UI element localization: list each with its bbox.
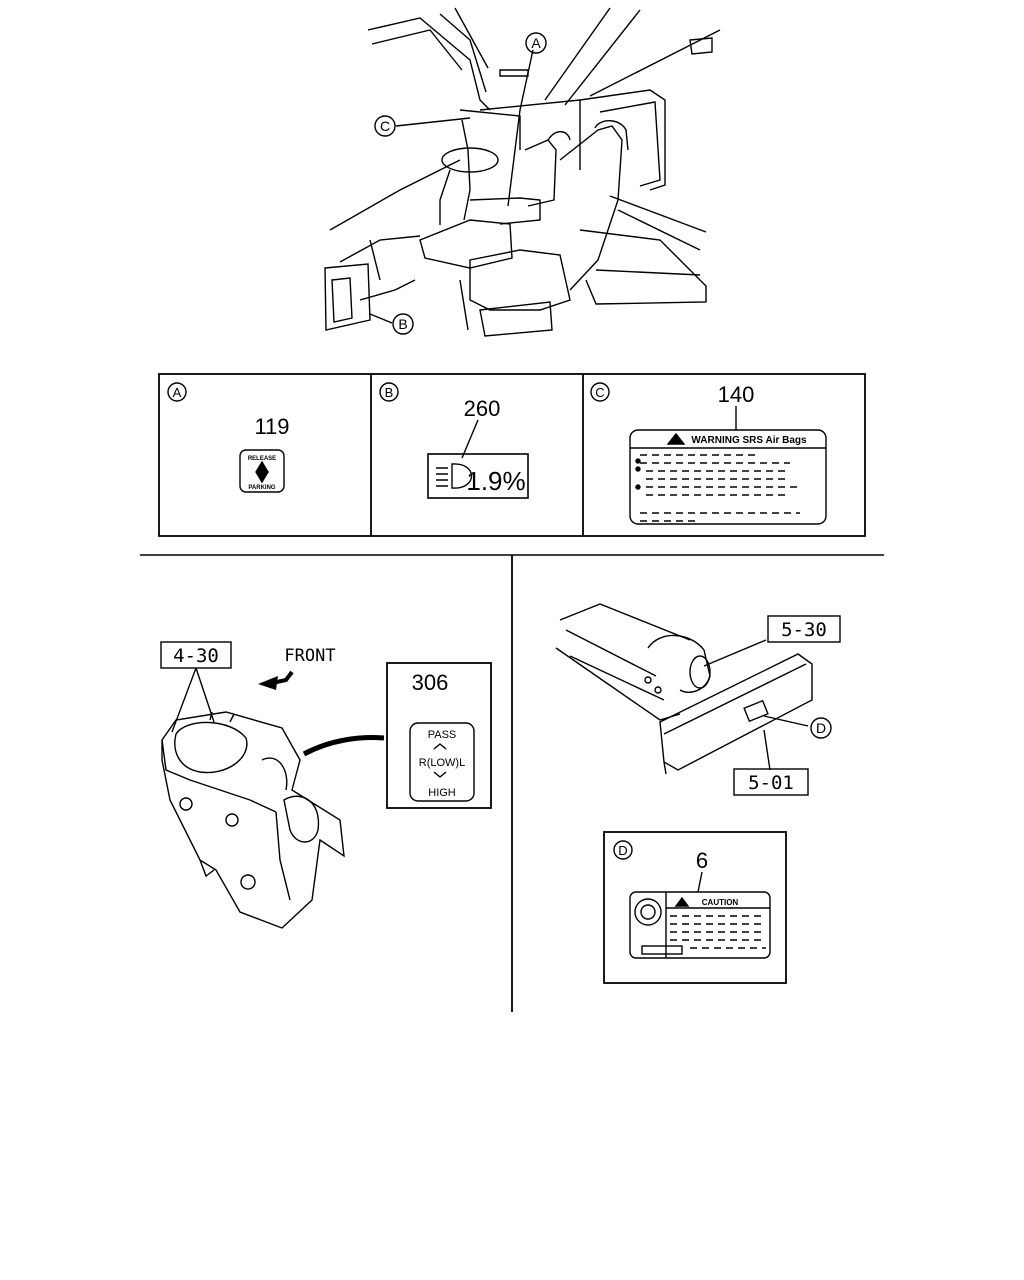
panel-d-letter: D [618, 843, 627, 858]
cab-interior-illustration [324, 7, 721, 337]
part-ref-5-30-box [767, 615, 841, 643]
panel-a-letter: A [173, 385, 182, 400]
panel-b-gauge-text: 1.9% [466, 466, 525, 496]
panel-c-warning-title: WARNING SRS Air Bags [691, 435, 807, 446]
switch-high-text: HIGH [428, 787, 456, 799]
panel-a-release-text: RELEASE [248, 456, 276, 462]
panel-b-letter-circle [379, 382, 399, 402]
panel-b-letter: B [385, 385, 394, 400]
switch-low-text: R(LOW)L [419, 757, 465, 769]
callout-c-text: C [380, 118, 390, 134]
callout-b-text: B [398, 316, 407, 332]
part-ref-5-30-text: 5-30 [781, 619, 827, 641]
panel-d-frame [603, 831, 787, 984]
panel-d-letter-circle [613, 840, 633, 860]
headlight-leveling-label [427, 453, 529, 499]
dimmer-switch-label [409, 722, 475, 802]
panel-c-letter-circle [590, 382, 610, 402]
switch-part-number: 306 [412, 670, 449, 695]
dimmer-switch-label-panel [386, 662, 492, 809]
caution-label [629, 891, 771, 959]
part-ref-5-01-box [733, 768, 809, 796]
panel-b-part-number: 260 [464, 396, 501, 421]
panel-d-part-number: 6 [696, 848, 708, 873]
frame-illustration [555, 603, 813, 775]
callout-d-text: D [816, 720, 826, 736]
callout-a-text: A [531, 35, 541, 51]
panel-a-part-number: 119 [254, 414, 289, 439]
callout-b-circle [392, 313, 414, 335]
switch-pass-text: PASS [428, 729, 457, 741]
callout-d-circle [810, 717, 832, 739]
callout-c-circle [374, 115, 396, 137]
switch-housing-illustration [161, 711, 385, 929]
callout-a-circle [525, 32, 547, 54]
parking-brake-label [239, 449, 285, 493]
part-ref-5-01-text: 5-01 [748, 772, 794, 794]
panel-c-part-number: 140 [718, 382, 755, 407]
panel-c-letter: C [595, 385, 604, 400]
part-ref-4-30-text: 4-30 [173, 645, 219, 667]
front-direction-text: FRONT [284, 646, 335, 666]
panel-d-caution-text: CAUTION [702, 898, 739, 907]
panel-a-parking-text: PARKING [248, 485, 276, 491]
srs-airbag-warning-label [629, 429, 827, 525]
panel-a-letter-circle [167, 382, 187, 402]
label-panels-frame [158, 373, 866, 537]
